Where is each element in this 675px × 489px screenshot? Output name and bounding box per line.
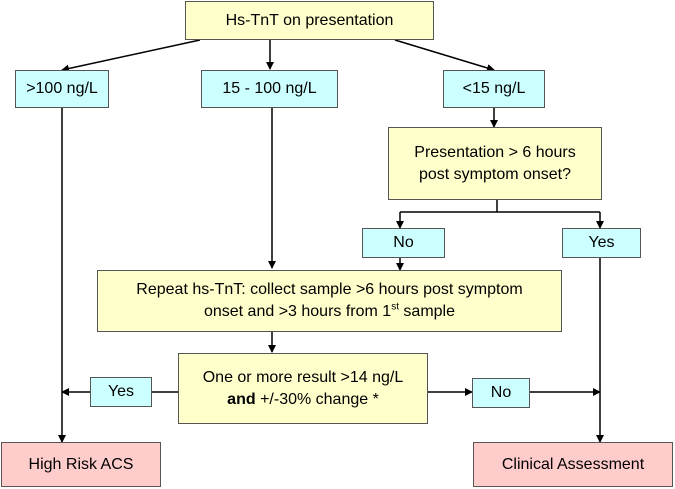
- presentation-question-line1: Presentation > 6 hours: [414, 143, 576, 161]
- branch-mid-box: 15 - 100 ng/L: [201, 70, 338, 108]
- result-yes-label: Yes: [107, 383, 135, 400]
- presentation-yes-box: Yes: [562, 228, 641, 258]
- result-no-label: No: [490, 384, 512, 401]
- presentation-question-box: Presentation > 6 hours post symptom onse…: [388, 127, 602, 200]
- presentation-yes-label: Yes: [588, 234, 615, 251]
- result-yes-box: Yes: [90, 377, 152, 407]
- branch-high-box: >100 ng/L: [15, 70, 109, 108]
- outcome-clinical-label: Clinical Assessment: [501, 455, 645, 473]
- presentation-no-label: No: [393, 234, 414, 251]
- result-decision-line1: One or more result >14 ng/L: [202, 368, 404, 386]
- outcome-high-risk-label: High Risk ACS: [28, 455, 134, 473]
- result-no-box: No: [472, 378, 530, 408]
- result-decision-box: One or more result >14 ng/L and +/-30% c…: [178, 353, 428, 424]
- branch-mid-label: 15 - 100 ng/L: [222, 80, 317, 97]
- outcome-clinical-box: Clinical Assessment: [473, 442, 673, 487]
- presentation-question-line2: post symptom onset?: [418, 165, 572, 183]
- presentation-no-box: No: [362, 228, 445, 258]
- arrow-start-to-high: [61, 39, 201, 73]
- branch-high-label: >100 ng/L: [26, 80, 98, 97]
- repeat-test-line2: onset and >3 hours from 1st sample: [203, 301, 456, 320]
- branch-low-label: <15 ng/L: [462, 80, 526, 97]
- start-label: Hs-TnT on presentation: [225, 11, 394, 29]
- branch-low-box: <15 ng/L: [443, 70, 545, 108]
- outcome-high-risk-box: High Risk ACS: [1, 442, 161, 487]
- repeat-test-line1: Repeat hs-TnT: collect sample >6 hours p…: [136, 281, 523, 298]
- repeat-test-box: Repeat hs-TnT: collect sample >6 hours p…: [97, 270, 562, 332]
- arrow-start-to-low: [394, 39, 495, 72]
- start-box: Hs-TnT on presentation: [185, 1, 434, 40]
- result-decision-line2: and +/-30% change *: [227, 390, 379, 408]
